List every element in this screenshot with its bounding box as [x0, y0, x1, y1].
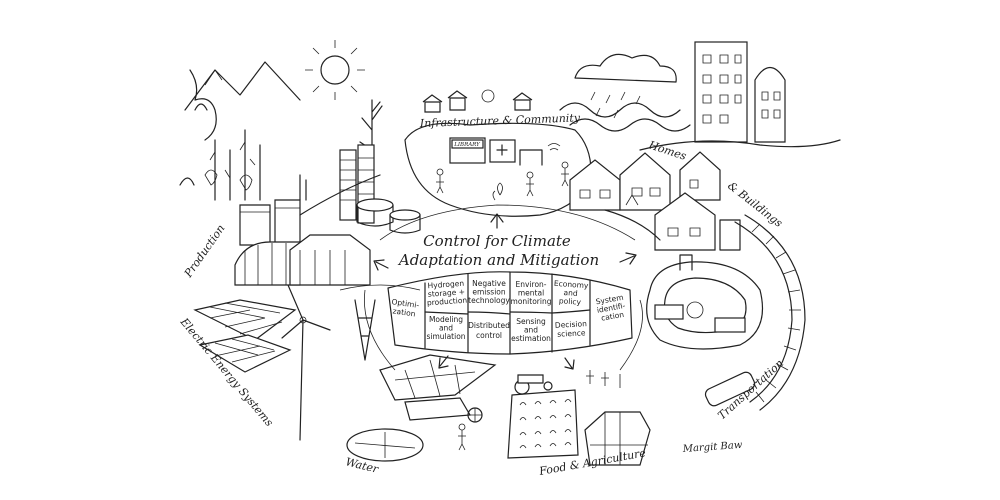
artist-signature: Margit Baw — [681, 440, 743, 455]
panel-line: Hydrogen — [427, 279, 464, 291]
panel-line: mental — [518, 289, 544, 298]
panel-line: Modeling — [429, 315, 463, 324]
svg-text:Systemidentifi-cation: Systemidentifi-cation — [595, 293, 628, 324]
panel-line: production — [427, 296, 468, 308]
main-title-line2: Adaptation and Mitigation — [397, 251, 599, 269]
panel-line: Environ- — [516, 280, 547, 289]
panel-economy-policy: Economyandpolicy — [552, 279, 590, 307]
arrow-right-icon — [619, 252, 637, 265]
panel-line: Negative — [472, 279, 506, 288]
panel-optimization: Optimi-zation — [390, 297, 420, 319]
panel-decision-science: Decisionscience — [555, 319, 588, 339]
railway — [704, 214, 806, 411]
arrow-down-icon — [438, 355, 449, 369]
panel-line: Decision — [555, 319, 588, 330]
panel-line: Sensing — [516, 317, 546, 326]
svg-text:Economyandpolicy: Economyandpolicy — [552, 279, 589, 307]
community-island — [404, 89, 592, 217]
city-towers — [639, 41, 841, 151]
sea-waves — [559, 102, 691, 132]
production-silos — [239, 144, 421, 251]
main-title-line1: Control for Climate — [423, 232, 571, 250]
panel-line: Optimi- — [391, 297, 420, 310]
greenhouse — [234, 234, 371, 286]
arrow-down-icon — [564, 357, 575, 370]
panel-line: and — [439, 324, 453, 333]
solar-panels — [193, 299, 297, 373]
agriculture — [507, 370, 651, 466]
panel-line: Distributed — [468, 321, 510, 330]
panel-hydrogen: Hydrogenstorage +production — [425, 279, 468, 308]
panel-line: and — [524, 326, 538, 335]
mountains — [184, 61, 301, 111]
homes — [569, 151, 741, 251]
wind-turbine — [281, 284, 331, 441]
panel-line: control — [476, 331, 502, 340]
panel-line: monitoring — [511, 297, 552, 306]
panel-line: Economy — [554, 279, 590, 290]
svg-text:Hydrogenstorage +production: Hydrogenstorage +production — [425, 279, 467, 308]
sun-icon — [305, 40, 365, 100]
control-panels — [387, 271, 633, 355]
panel-line: policy — [559, 296, 582, 307]
panel-line: zation — [392, 306, 416, 318]
arrow-left-icon — [373, 259, 389, 271]
panel-line: storage + — [428, 287, 466, 299]
transport-roads — [646, 254, 764, 350]
arrow-up-icon — [490, 213, 504, 229]
svg-text:Decisionscience: Decisionscience — [555, 319, 588, 339]
panel-line: technology — [468, 296, 510, 305]
power-pylon — [339, 284, 421, 361]
cloud-icon — [574, 53, 677, 119]
panel-system-identification: Systemidentifi-cation — [595, 293, 628, 324]
panel-line: emission — [472, 288, 505, 297]
panel-line: science — [557, 328, 586, 338]
panel-line: estimation — [511, 334, 551, 343]
sector-label-buildings: & Buildings — [725, 179, 785, 230]
panel-line: and — [563, 288, 578, 298]
ring-road — [299, 174, 661, 371]
sector-label-production: Production — [181, 222, 227, 280]
water-treatment — [346, 354, 497, 462]
panel-line: simulation — [426, 332, 465, 341]
panel-line: cation — [600, 310, 625, 323]
burning-forest — [179, 69, 261, 201]
svg-text:Optimi-zation: Optimi-zation — [390, 297, 420, 319]
sector-label-infrastructure: Infrastructure & Community — [419, 111, 581, 130]
library-sign: LIBRARY — [453, 142, 481, 148]
